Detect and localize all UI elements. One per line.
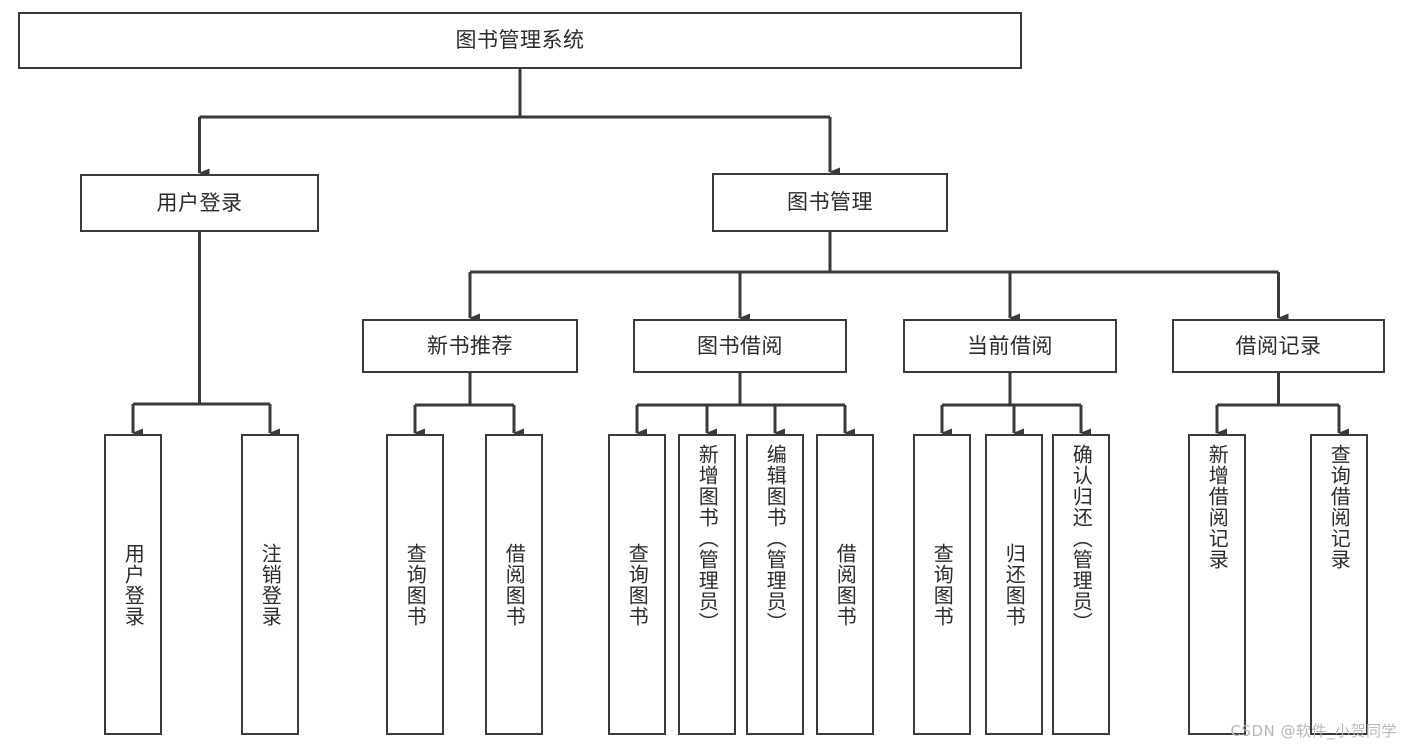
node-box-n10[interactable]: 借阅图书	[485, 434, 543, 735]
node-box-n5[interactable]: 当前借阅	[903, 319, 1117, 373]
node-box-n15[interactable]: 查询图书	[913, 434, 971, 735]
node-box-n0[interactable]: 图书管理系统	[18, 12, 1022, 69]
node-box-n7[interactable]: 用户登录	[104, 434, 162, 735]
node-box-n8[interactable]: 注销登录	[241, 434, 299, 735]
node-label: 确认归还（管理员）	[1069, 444, 1094, 633]
node-label: 编辑图书（管理员）	[763, 444, 788, 633]
node-label: 借阅图书	[502, 542, 527, 627]
node-box-n6[interactable]: 借阅记录	[1172, 319, 1385, 373]
node-box-n18[interactable]: 新增借阅记录	[1188, 434, 1246, 735]
node-label: 新增借阅记录	[1205, 444, 1230, 570]
node-box-n11[interactable]: 查询图书	[608, 434, 666, 735]
node-box-n12[interactable]: 新增图书（管理员）	[678, 434, 736, 735]
node-box-n9[interactable]: 查询图书	[386, 434, 444, 735]
node-label: 借阅记录	[1235, 333, 1322, 358]
node-box-n17[interactable]: 确认归还（管理员）	[1052, 434, 1110, 735]
connector-group	[131, 69, 1349, 438]
node-label: 查询借阅记录	[1327, 444, 1352, 570]
node-box-n4[interactable]: 图书借阅	[633, 319, 847, 373]
node-label: 用户登录	[156, 190, 243, 215]
node-label: 当前借阅	[967, 333, 1053, 358]
node-box-n3[interactable]: 新书推荐	[362, 319, 578, 373]
node-label: 注销登录	[258, 542, 283, 627]
node-label: 新书推荐	[427, 333, 513, 358]
node-label: 图书管理系统	[455, 28, 585, 53]
node-box-n14[interactable]: 借阅图书	[816, 434, 874, 735]
node-box-n2[interactable]: 图书管理	[712, 173, 948, 232]
node-label: 查询图书	[403, 542, 428, 627]
node-box-n19[interactable]: 查询借阅记录	[1310, 434, 1368, 735]
node-label: 查询图书	[625, 542, 650, 627]
node-label: 查询图书	[930, 542, 955, 627]
node-label: 借阅图书	[833, 542, 858, 627]
node-box-n16[interactable]: 归还图书	[985, 434, 1043, 735]
node-box-n13[interactable]: 编辑图书（管理员）	[746, 434, 804, 735]
node-label: 图书管理	[787, 190, 873, 215]
node-box-n1[interactable]: 用户登录	[80, 174, 319, 232]
node-label: 图书借阅	[697, 333, 783, 358]
node-label: 归还图书	[1002, 542, 1027, 627]
node-label: 新增图书（管理员）	[695, 444, 720, 633]
node-label: 用户登录	[121, 542, 146, 627]
